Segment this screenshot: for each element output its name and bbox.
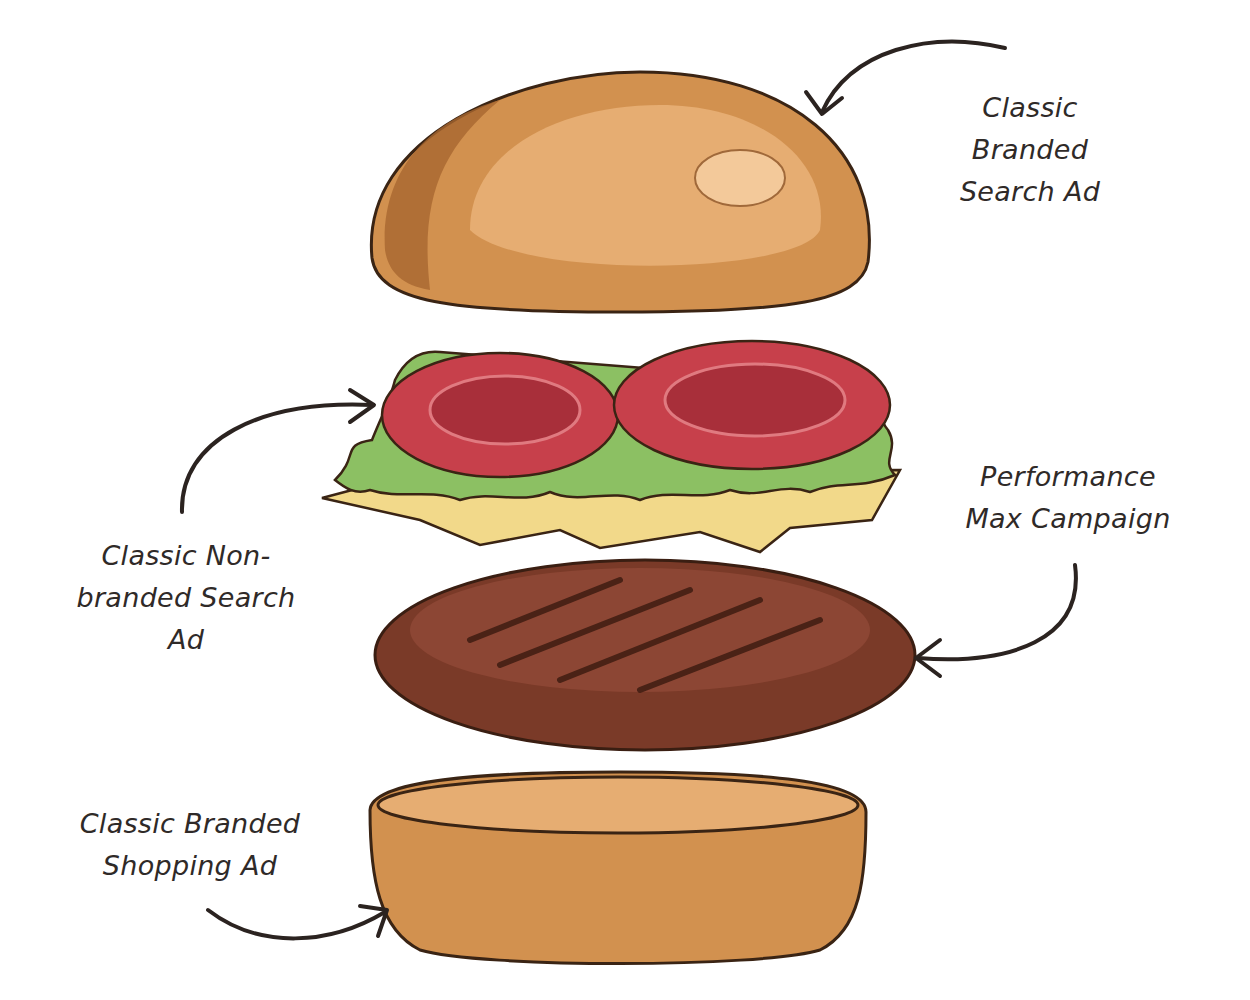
label-slot: Classic Non-branded Search Ad [69,535,304,661]
grill-marks [470,580,820,690]
bottom-bun-shape [370,772,866,964]
patty-shape [375,560,915,750]
label-slot: Classic Branded Shopping Ad [53,803,328,887]
top-bun-shape [371,72,869,312]
arrow-head [806,92,842,114]
tomato-slice-left [382,353,618,477]
leader-arrow [208,910,385,938]
arrow-head [916,640,940,676]
bottom-bun [370,772,866,964]
toppings [322,341,900,552]
leader-arrow [918,565,1076,659]
bottom-bun-top [378,777,858,833]
leader-arrow [822,42,1005,112]
arrow-head [360,906,387,936]
callout-label: Classic Branded Shopping Ad [53,803,328,887]
leader-arrows [182,42,1076,939]
top-bun-shine [695,150,785,206]
patty-top [410,568,870,692]
top-bun-highlight [470,105,821,266]
tomato-seeds-left [430,376,580,444]
label-slot: Classic Branded Search Ad [943,87,1118,213]
top-bun-shade [385,100,500,290]
leader-arrow [182,405,372,512]
callout-label: Classic Non-branded Search Ad [69,535,304,661]
arrow-head [350,390,374,422]
lettuce-leaf [335,352,895,500]
top-bun [371,72,869,312]
tomato-seeds-right [665,364,845,436]
tomato-slice-right [614,341,890,469]
patty [375,560,915,750]
label-slot: Performance Max Campaign [961,456,1176,540]
callout-label: Classic Branded Search Ad [943,87,1118,213]
callout-label: Performance Max Campaign [961,456,1176,540]
